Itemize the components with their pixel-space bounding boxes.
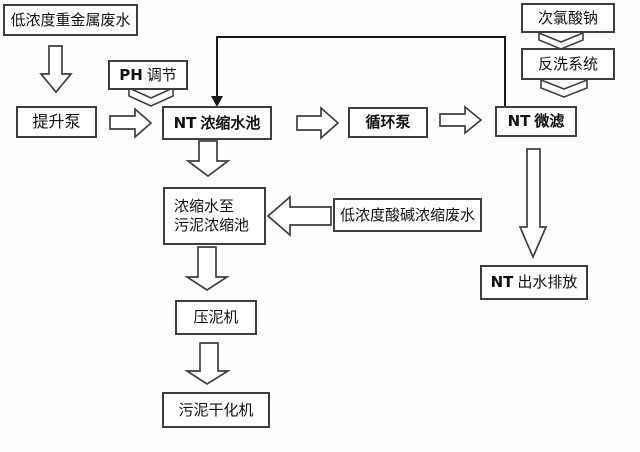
node-lift-pump: 提升泵 (16, 106, 97, 138)
arrow-left-icon (266, 195, 332, 237)
feedback-arrowhead-icon (211, 96, 223, 107)
node-ph-adjust: PH 调节 (108, 60, 188, 90)
node-label: 次氯酸钠 (537, 8, 598, 27)
arrow-down-icon (39, 45, 73, 94)
node-label-line1: 浓缩水至 (174, 197, 235, 216)
node-sodium-hypochlorite: 次氯酸钠 (521, 3, 615, 33)
node-concentrate-to-sludge-pool: 浓缩水至 污泥浓缩池 (163, 187, 266, 245)
chevron-down-icon (128, 86, 174, 107)
arrow-down-icon (184, 246, 230, 292)
node-label: 低浓度酸碱浓缩废水 (339, 205, 475, 224)
node-label-prefix: NT (507, 112, 531, 131)
node-nt-effluent-discharge: NT 出水排放 (480, 265, 588, 300)
node-label: 循环泵 (365, 113, 411, 132)
node-sludge-dryer: 污泥干化机 (162, 392, 270, 428)
arrow-right-icon (296, 106, 340, 140)
node-label-line2: 污泥浓缩池 (174, 216, 250, 234)
node-label: 出水排放 (517, 273, 578, 292)
node-mud-press: 压泥机 (175, 300, 257, 335)
node-label: 反洗系统 (537, 54, 598, 73)
node-nt-microfiltration: NT 微滤 (495, 106, 577, 137)
node-label-prefix: NT (490, 273, 514, 292)
node-label: 浓缩水池 (200, 113, 261, 132)
node-label: 低浓度重金属废水 (10, 10, 131, 29)
node-label: 提升泵 (32, 112, 81, 131)
node-label: 压泥机 (193, 308, 239, 327)
arrow-down-icon (184, 342, 231, 386)
node-label-prefix: NT (173, 113, 197, 132)
node-label-prefix: PH (119, 65, 143, 84)
node-heavy-metal-wastewater: 低浓度重金属废水 (3, 4, 138, 36)
arrow-down-long-icon (518, 148, 548, 260)
arrow-right-icon (439, 105, 483, 135)
node-circulation-pump: 循环泵 (348, 107, 428, 138)
node-backwash-system: 反洗系统 (521, 48, 615, 80)
node-label: 污泥干化机 (178, 400, 254, 419)
node-nt-concentrate-pool: NT 浓缩水池 (162, 106, 272, 140)
feedback-line (216, 36, 506, 107)
node-acid-alkali-concentrate-waste: 低浓度酸碱浓缩废水 (333, 198, 482, 232)
node-label: 调节 (146, 65, 177, 84)
arrow-down-icon (185, 140, 231, 178)
chevron-down-icon (538, 31, 584, 50)
node-label: 微滤 (534, 112, 565, 131)
arrow-right-icon (109, 107, 153, 139)
chevron-down-icon (540, 78, 588, 98)
